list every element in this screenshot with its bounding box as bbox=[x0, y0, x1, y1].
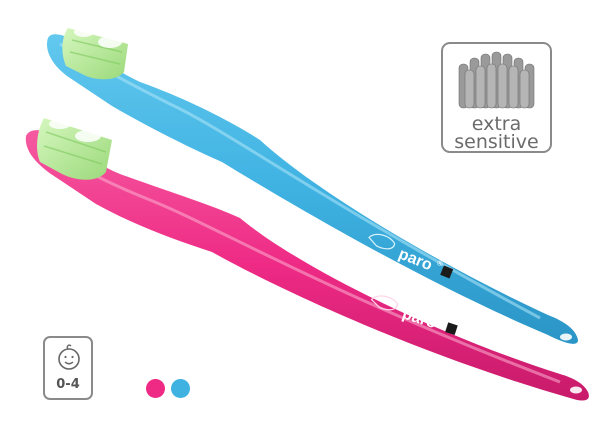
pink-hanging-hole bbox=[570, 386, 582, 394]
badge-line-2: sensitive bbox=[454, 131, 539, 153]
blue-color-swatch bbox=[171, 379, 190, 398]
hedgehog-icon bbox=[368, 233, 396, 250]
pink-toothbrush: paro ® bbox=[25, 118, 589, 401]
pink-logo-square bbox=[445, 322, 458, 336]
badge-line-1: extra bbox=[471, 113, 522, 135]
age-badge: 0-4 bbox=[43, 336, 93, 400]
blue-logo-square bbox=[440, 265, 454, 279]
pink-bristles bbox=[37, 118, 112, 180]
pink-brand-mark: ® bbox=[439, 316, 448, 326]
age-range-label: 0-4 bbox=[56, 377, 80, 392]
blue-bristles bbox=[62, 27, 128, 80]
extra-sensitive-badge: extra sensitive bbox=[441, 42, 552, 153]
bristle-tufts-icon bbox=[458, 51, 535, 109]
pink-color-swatch bbox=[146, 379, 165, 398]
blue-brand-mark: ® bbox=[435, 259, 444, 269]
baby-face-icon bbox=[58, 344, 80, 370]
hedgehog-icon bbox=[370, 295, 399, 311]
blue-hanging-hole bbox=[560, 333, 572, 341]
